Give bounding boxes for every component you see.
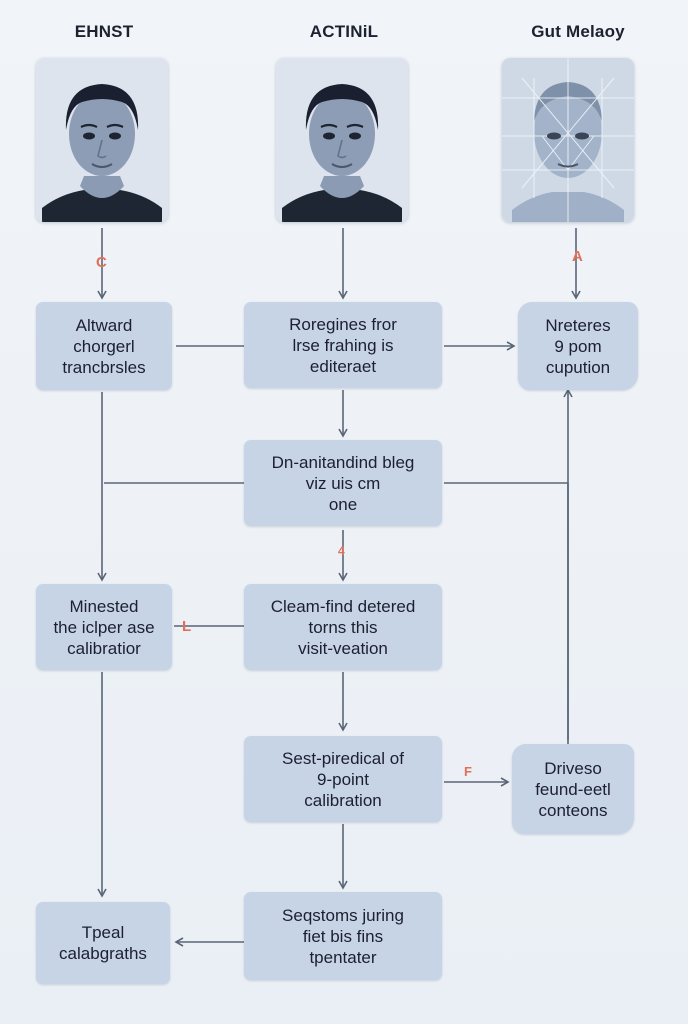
face-portrait-icon: [36, 58, 168, 222]
node-left-3: Tpeal calabgraths: [36, 902, 170, 984]
node-right-1: Nreteres 9 pom cupution: [518, 302, 638, 390]
column-title-right: Gut Melaoy: [531, 22, 625, 41]
arrow-mark-left: C: [96, 254, 107, 271]
node-right-2: Driveso feund-eetl conteons: [512, 744, 634, 834]
node-left-1: Altward chorgerl trancbrsles: [36, 302, 172, 390]
arrow-mark-middle: 4: [338, 544, 345, 558]
portrait-middle: [276, 58, 408, 222]
portrait-right-mesh: [502, 58, 634, 222]
node-middle-4: Sest-piredical of 9-point calibration: [244, 736, 442, 822]
portrait-left: [36, 58, 168, 222]
node-middle-1: Roregines fror lrse frahing is editeraet: [244, 302, 442, 388]
arrow-mark-mid4: F: [464, 764, 472, 779]
arrow-mark-left2: L: [182, 618, 192, 635]
column-title-middle: ACTINiL: [309, 22, 379, 41]
node-middle-5: Seqstoms juring fiet bis fins tpentater: [244, 892, 442, 980]
node-left-2: Minested the iclper ase calibratior: [36, 584, 172, 670]
node-middle-3: Cleam-find detered torns this visit-veat…: [244, 584, 442, 670]
node-middle-2: Dn-anitandind bleg viz uis cm one: [244, 440, 442, 526]
face-portrait-icon: [276, 58, 408, 222]
column-title-left: EHNST: [74, 22, 134, 41]
arrow-mark-right: A: [572, 248, 583, 265]
face-mesh-icon: [502, 58, 634, 222]
